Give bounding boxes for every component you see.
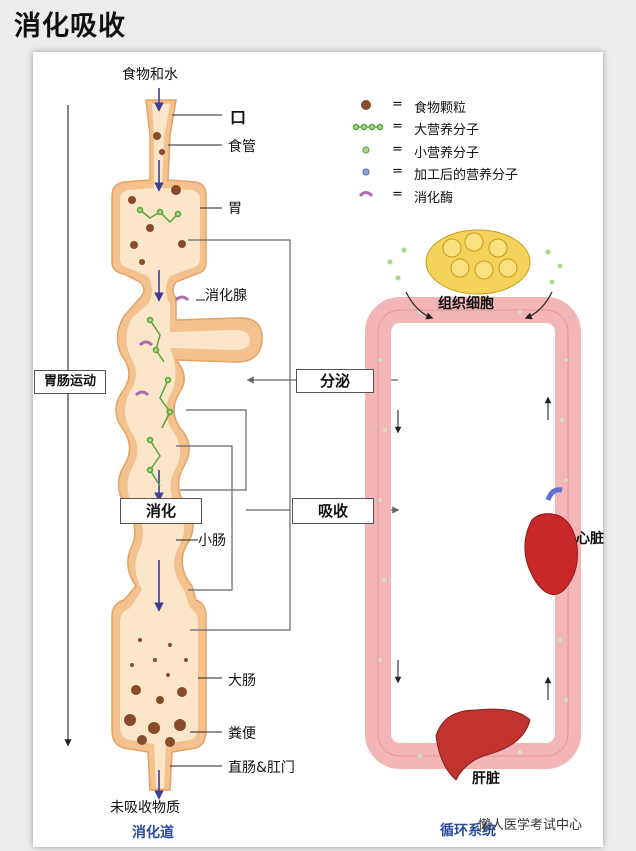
food-particles xyxy=(124,132,188,747)
box-absorption: 吸收 xyxy=(292,498,374,524)
page-title: 消化吸收 xyxy=(14,11,126,42)
cell-arrows xyxy=(405,291,553,320)
box-secretion: 分泌 xyxy=(296,369,374,393)
heart xyxy=(524,487,578,595)
label-digestive-tract: 消化道 xyxy=(132,825,174,841)
label-feces: 粪便 xyxy=(228,726,256,742)
nutrients-around-cells xyxy=(387,247,563,285)
label-pointers xyxy=(168,114,222,767)
legend-symbols xyxy=(352,100,384,198)
processed-molecule-icon xyxy=(362,168,370,176)
legend-eq-3: = xyxy=(392,164,403,179)
label-heart: 心脏 xyxy=(576,531,604,547)
legend-text-enzyme: 消化酶 xyxy=(414,191,454,206)
liver xyxy=(435,708,531,781)
circulation-arrows xyxy=(394,396,552,700)
label-mouth: 口 xyxy=(230,108,247,127)
digestive-tract-lumen xyxy=(120,104,250,788)
macromolecule-icon xyxy=(352,123,384,131)
legend-eq-0: = xyxy=(392,97,403,112)
enzyme-icon xyxy=(358,191,374,198)
tissue-cells xyxy=(425,229,531,295)
legend-text-small-molecule: 小营养分子 xyxy=(414,146,480,161)
label-stomach: 胃 xyxy=(228,201,242,217)
label-circulation: 循环系统 xyxy=(440,823,496,839)
label-rectum-anus: 直肠&肛门 xyxy=(228,760,295,776)
label-esophagus: 食管 xyxy=(228,139,256,155)
legend-text-processed-molecule: 加工后的营养分子 xyxy=(414,168,519,183)
label-liver: 肝脏 xyxy=(472,771,500,787)
food-particle-icon xyxy=(361,100,371,110)
label-small-intestine: 小肠 xyxy=(198,533,226,549)
label-digestive-gland: 消化腺 xyxy=(205,288,247,304)
legend-eq-1: = xyxy=(392,119,403,134)
label-tissue-cells: 组织细胞 xyxy=(438,296,494,312)
box-digestion: 消化 xyxy=(120,498,202,524)
legend-eq-2: = xyxy=(392,142,403,157)
legend-eq-4: = xyxy=(392,187,403,202)
box-gi-motility: 胃肠运动 xyxy=(34,370,106,394)
legend-text-food-particle: 食物颗粒 xyxy=(414,101,467,116)
legend-text-macromolecule: 大营养分子 xyxy=(414,123,480,138)
small-molecule-icon xyxy=(362,146,370,154)
label-unabsorbed: 未吸收物质 xyxy=(110,800,180,816)
watermark: 懒人医学考试中心 xyxy=(478,818,583,833)
macromolecule-chains xyxy=(136,206,182,487)
label-food-water: 食物和水 xyxy=(122,67,178,83)
label-large-intestine: 大肠 xyxy=(228,673,256,689)
